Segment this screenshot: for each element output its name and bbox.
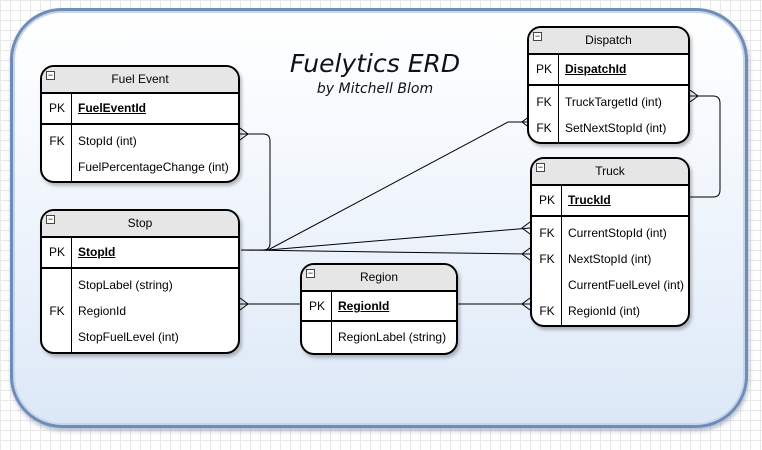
- entity-region[interactable]: − Region PK RegionId RegionLabel (string…: [300, 263, 458, 355]
- entity-row: FK CurrentStopId (int): [532, 220, 688, 246]
- field-label: TruckId: [568, 193, 611, 207]
- diagram-title: Fuelytics ERD: [289, 49, 461, 78]
- rel-fuelevent-stop: [240, 133, 271, 251]
- key-label: FK: [539, 304, 555, 318]
- crowfoot-stop-regionid: [239, 297, 249, 311]
- crowfoot-dispatch-trucktargetid: [689, 89, 699, 103]
- entity-title: Fuel Event: [111, 72, 169, 86]
- entity-fuel-event[interactable]: − Fuel Event PK FuelEventId FK StopId (i…: [40, 65, 240, 183]
- field-label: FuelPercentageChange (int): [78, 160, 229, 174]
- field-label: StopId: [78, 245, 116, 259]
- crowfoot-truck-currentstopid: [521, 221, 531, 235]
- key-column-divider: [558, 53, 559, 142]
- entity-truck[interactable]: − Truck PK TruckId FK CurrentStopId (int…: [530, 157, 690, 327]
- diagram-subtitle: by Mitchell Blom: [316, 81, 434, 97]
- key-label: FK: [539, 226, 555, 240]
- rel-truck-currentstop: [241, 227, 531, 251]
- entity-header[interactable]: − Dispatch: [529, 28, 688, 55]
- minus-box-icon[interactable]: −: [306, 268, 315, 278]
- key-label: PK: [535, 62, 552, 76]
- crowfoot-truck-regionid: [521, 297, 531, 311]
- minus-box-icon[interactable]: −: [46, 70, 55, 80]
- field-label: NextStopId (int): [568, 252, 652, 266]
- key-label: FK: [49, 304, 65, 318]
- key-label: PK: [308, 299, 325, 313]
- field-label: TruckTargetId (int): [565, 95, 662, 109]
- entity-row: RegionLabel (string): [302, 322, 456, 352]
- entity-row: FK NextStopId (int): [532, 246, 688, 272]
- entity-row: FK TruckTargetId (int): [529, 89, 688, 115]
- field-label: DispatchId: [565, 62, 627, 76]
- key-column-divider: [561, 184, 562, 325]
- key-label: FK: [49, 134, 65, 148]
- entity-row: PK FuelEventId: [42, 94, 238, 125]
- field-label: RegionId: [78, 304, 127, 318]
- crowfoot-fuelevent-stopid: [239, 127, 249, 141]
- entity-header[interactable]: − Stop: [42, 211, 238, 238]
- field-label: SetNextStopId (int): [565, 121, 667, 135]
- entity-row: StopLabel (string): [42, 272, 238, 298]
- entity-header[interactable]: − Truck: [532, 159, 688, 186]
- entity-header[interactable]: − Fuel Event: [42, 67, 238, 94]
- entity-stop[interactable]: − Stop PK StopId StopLabel (string) FK R…: [40, 209, 240, 354]
- entity-row: PK RegionId: [302, 292, 456, 322]
- entity-title: Stop: [127, 216, 153, 230]
- field-label: RegionId: [338, 299, 390, 313]
- field-label: CurrentStopId (int): [568, 226, 667, 240]
- entity-title: Truck: [595, 164, 625, 178]
- minus-box-icon[interactable]: −: [533, 31, 542, 41]
- field-label: StopId (int): [78, 134, 137, 148]
- entity-row: PK TruckId: [532, 186, 688, 217]
- entity-row: PK StopId: [42, 238, 238, 269]
- key-label: FK: [536, 121, 552, 135]
- entity-title: Region: [359, 270, 399, 284]
- entity-row: FK RegionId (int): [532, 298, 688, 324]
- rel-dispatch-truck: [690, 95, 721, 198]
- field-label: FuelEventId: [78, 101, 147, 115]
- field-label: CurrentFuelLevel (int): [568, 278, 685, 292]
- key-label: FK: [536, 95, 552, 109]
- field-label: RegionId (int): [568, 304, 641, 318]
- rel-truck-nextstop: [240, 249, 531, 255]
- entity-row: FK SetNextStopId (int): [529, 115, 688, 141]
- entity-row: FuelPercentageChange (int): [42, 154, 238, 180]
- field-label: StopFuelLevel (int): [78, 330, 179, 344]
- rel-dispatch-stop: [241, 121, 530, 251]
- entity-title: Dispatch: [585, 33, 632, 47]
- entity-row: CurrentFuelLevel (int): [532, 272, 688, 298]
- key-label: FK: [539, 252, 555, 266]
- entity-row: FK RegionId: [42, 298, 238, 324]
- entity-row: FK StopId (int): [42, 128, 238, 154]
- key-column-divider: [71, 236, 72, 352]
- entity-dispatch[interactable]: − Dispatch PK DispatchId FK TruckTargetI…: [527, 26, 690, 144]
- field-label: RegionLabel (string): [338, 330, 447, 344]
- minus-box-icon[interactable]: −: [46, 214, 55, 224]
- crowfoot-truck-nextstopid: [521, 247, 531, 261]
- entity-header[interactable]: − Region: [302, 265, 456, 292]
- key-label: PK: [48, 245, 65, 259]
- key-label: PK: [48, 101, 65, 115]
- field-label: StopLabel (string): [78, 278, 173, 292]
- entity-row: PK DispatchId: [529, 55, 688, 86]
- key-label: PK: [538, 193, 555, 207]
- key-column-divider: [71, 92, 72, 181]
- entity-row: StopFuelLevel (int): [42, 324, 238, 350]
- minus-box-icon[interactable]: −: [536, 162, 545, 172]
